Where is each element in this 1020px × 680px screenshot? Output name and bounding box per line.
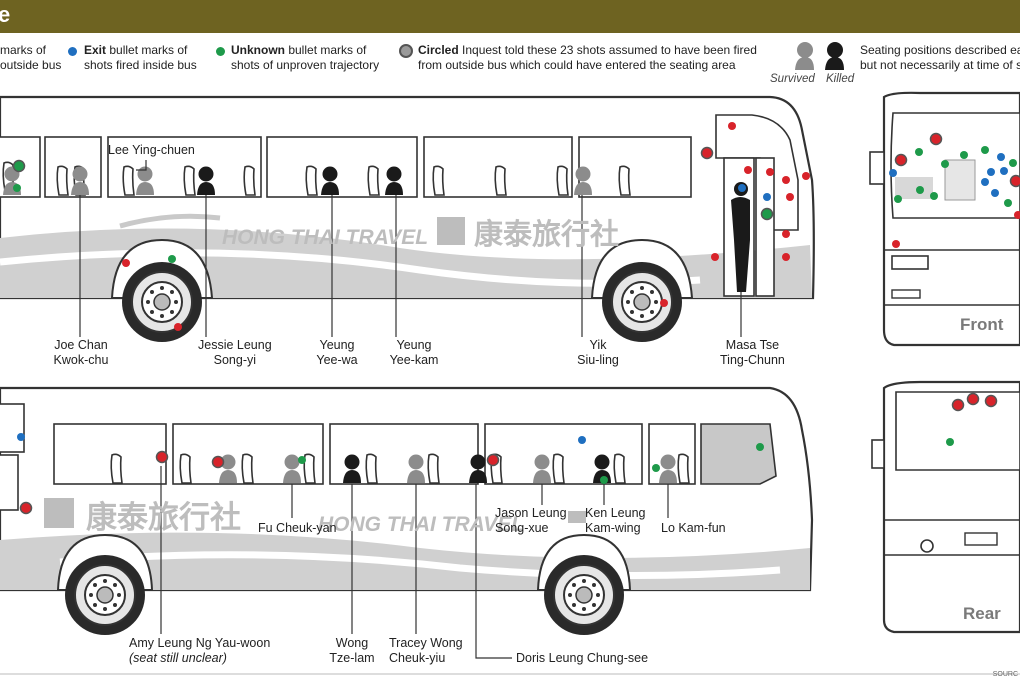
legend-exit: Exit bullet marks of shots fired inside … — [84, 43, 197, 72]
label-doris-leung: Doris Leung Chung-see — [516, 651, 649, 665]
legend-seating: Seating positions described ea but not n… — [860, 43, 1020, 72]
circled-dot-icon — [399, 44, 413, 58]
legend-unknown: Unknown bullet marks of shots of unprove… — [231, 43, 380, 72]
legend-entry: marks of outside bus — [0, 43, 62, 72]
header-bar: e — [0, 0, 1020, 33]
bullet-marks-rear — [946, 392, 998, 446]
killed-person-icon — [825, 42, 844, 70]
bus-front-view — [869, 91, 1020, 347]
killed-label: Killed — [826, 73, 855, 85]
header-title: e — [0, 2, 11, 27]
brand-chinese-bottom: 康泰旅行社 — [86, 500, 241, 535]
bus-rear-view — [871, 380, 1020, 634]
bullet-marks-bottom — [17, 433, 764, 515]
source-label: SOURC — [992, 671, 1018, 678]
label-lo-kam-fun: Lo Kam-fun — [661, 521, 726, 535]
bullet-marks-front — [889, 132, 1020, 248]
exit-dot-icon — [68, 47, 77, 56]
survived-person-icon — [795, 42, 814, 70]
bullet-marks-top — [12, 122, 810, 331]
brand-chinese-top: 康泰旅行社 — [474, 217, 619, 251]
unknown-dot-icon — [216, 47, 225, 56]
bus-side-top: HONG THAI TRAVEL 康泰旅行社 — [0, 95, 815, 343]
brand-english-bottom: HONG THAI TRAVEL — [318, 513, 524, 536]
survived-label: Survived — [770, 73, 815, 85]
label-fu-cheuk-yan: Fu Cheuk-yan — [258, 521, 337, 535]
brand-english-top: HONG THAI TRAVEL — [222, 226, 428, 249]
front-view-label: Front — [960, 315, 1004, 334]
label-amy-leung: Amy Leung Ng Yau-woon (seat still unclea… — [129, 636, 271, 665]
rear-view-label: Rear — [963, 604, 1001, 623]
label-lee-ying-chuen: Lee Ying-chuen — [108, 143, 195, 157]
bus-side-bottom: 康泰旅行社 HONG THAI TRAVEL — [0, 386, 814, 659]
survived-killed-icons — [795, 42, 844, 70]
legend-circled: Circled Inquest told these 23 shots assu… — [418, 43, 757, 72]
